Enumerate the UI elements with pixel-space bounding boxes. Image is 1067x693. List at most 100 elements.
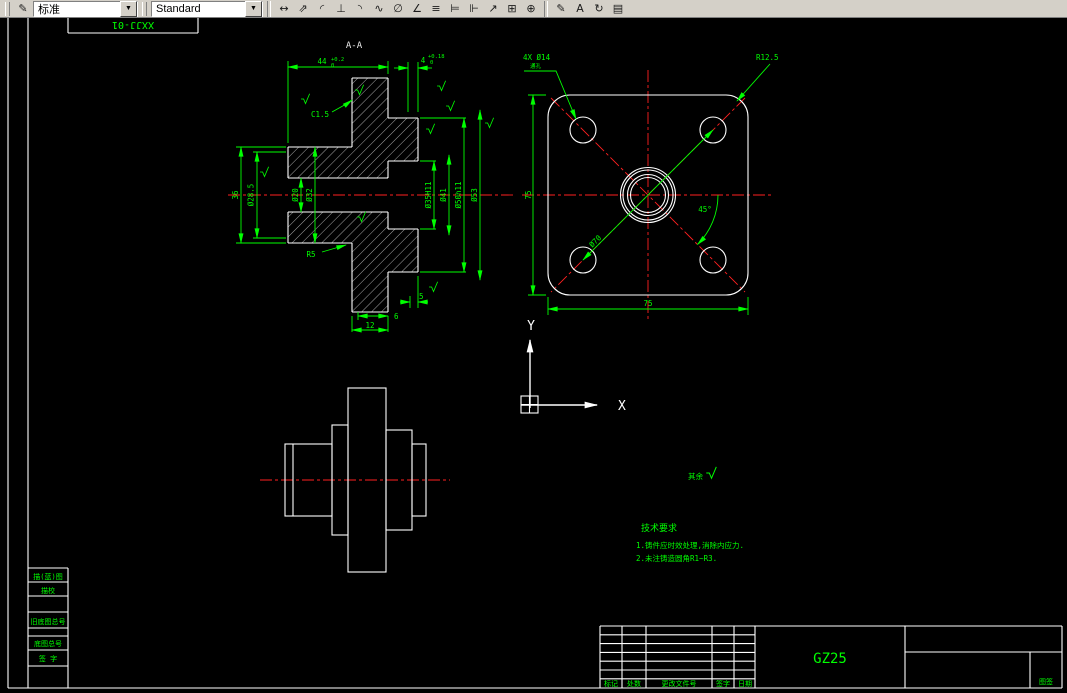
surface-finish-icon — [484, 117, 495, 128]
ordinate-dimension-icon: ⊥ — [336, 2, 346, 15]
strip-label: 描校 — [41, 586, 55, 595]
dim-12: 12 — [365, 321, 374, 330]
surface-finish-icon — [425, 123, 436, 134]
text-style-dropdown-icon[interactable]: ▼ — [245, 0, 262, 17]
flange-outline — [547, 94, 749, 296]
dim-height-75: 75 — [524, 190, 533, 199]
part-number: GZ25 — [813, 651, 847, 667]
section-outline — [287, 77, 419, 313]
title-block-label: 更改文件号 — [662, 679, 697, 688]
dimension-edit-icon: ✎ — [556, 2, 566, 15]
dimension-style-manager-button[interactable]: ✎ — [14, 0, 32, 17]
dimension-text-edit-icon: A — [576, 2, 584, 15]
doc-number-box: XXJJ-01 — [67, 18, 199, 34]
strip-label: 签 字 — [39, 654, 57, 663]
radius-dimension-icon: ◝ — [357, 2, 363, 15]
profile-view — [260, 387, 450, 573]
dim-4-tolerance-upper: +0.18 — [428, 54, 445, 60]
dim-style-combo[interactable]: 标准 ▼ — [33, 0, 138, 17]
strip-label: 描(蓝)图 — [33, 572, 62, 581]
ucs-icon: Y X — [520, 319, 626, 414]
left-info-strip: 描(蓝)图 描校 旧底图总号 底图总号 签 字 — [28, 567, 69, 688]
radius-dimension-button[interactable]: ◝ — [351, 0, 369, 17]
hatch-region — [388, 229, 418, 272]
aligned-dimension-icon: ⇗ — [298, 2, 308, 15]
title-block-label: 标记 — [604, 679, 618, 688]
other-surfaces-label: 其余 — [688, 471, 703, 481]
dimension-text-edit-button[interactable]: A — [571, 0, 589, 17]
dimension-style-icon: ▤ — [612, 2, 624, 15]
continue-dimension-button[interactable]: ⊩ — [465, 0, 483, 17]
notes-line-1: 1.铸件应时效处理,消除内应力. — [636, 540, 744, 550]
dim-corner-radius: R12.5 — [756, 53, 779, 62]
ucs-y-label: Y — [527, 319, 535, 334]
dim-dia-50h11: Ø50h11 — [454, 181, 463, 208]
toolbar-grip[interactable] — [5, 1, 10, 16]
dim-4-tolerance-lower: 0 — [430, 60, 433, 66]
continue-dimension-icon: ⊩ — [469, 2, 479, 15]
strip-label: 底图总号 — [34, 639, 62, 648]
drawing-canvas[interactable]: XXJJ-01 描(蓝)图 描校 旧底图总号 底图总号 签 字 A-A — [0, 18, 1067, 693]
dim-36: 36 — [231, 190, 240, 200]
dim-dia-28-5: Ø28.5 — [247, 184, 256, 207]
toolbar-grip[interactable] — [142, 1, 147, 16]
quick-leader-button[interactable]: ↗ — [484, 0, 502, 17]
text-style-combo[interactable]: Standard ▼ — [151, 0, 263, 17]
notes-line-2: 2.未注铸造圆角R1~R3. — [636, 553, 717, 563]
drawing-frame — [7, 18, 1062, 689]
title-block-label: 处数 — [627, 679, 641, 688]
text-style-value: Standard — [156, 2, 201, 15]
dim-style-dropdown-icon[interactable]: ▼ — [120, 0, 137, 17]
angular-dimension-button[interactable]: ∠ — [408, 0, 426, 17]
quick-dimension-icon: ≡ — [431, 2, 441, 15]
dim-style-value: 标准 — [38, 3, 60, 16]
dimension-update-button[interactable]: ↻ — [590, 0, 608, 17]
dim-chamfer: C1.5 — [311, 110, 329, 119]
arc-length-dimension-button[interactable]: ◜ — [313, 0, 331, 17]
dim-44-tolerance-upper: +0.2 — [331, 57, 344, 63]
center-mark-button[interactable]: ⊕ — [522, 0, 540, 17]
hatch-region — [288, 212, 352, 243]
arc-length-dimension-icon: ◜ — [319, 2, 325, 15]
dim-width-75: 75 — [643, 299, 652, 308]
quick-leader-icon: ↗ — [488, 2, 498, 15]
diameter-dimension-button[interactable]: ∅ — [389, 0, 407, 17]
quick-dimension-button[interactable]: ≡ — [427, 0, 445, 17]
ordinate-dimension-button[interactable]: ⊥ — [332, 0, 350, 17]
dimension-style-button[interactable]: ▤ — [609, 0, 627, 17]
diameter-dimension-icon: ∅ — [393, 2, 403, 15]
dim-5: 5 — [419, 292, 424, 301]
ucs-x-label: X — [618, 399, 626, 414]
dim-dia-35H11: Ø35H11 — [424, 181, 433, 208]
linear-dimension-button[interactable]: ↔ — [275, 0, 293, 17]
jogged-dimension-icon: ∿ — [374, 2, 384, 15]
dim-bolt-holes: 4X Ø14 — [523, 53, 551, 62]
surface-finish-icon — [445, 100, 456, 111]
dimension-edit-button[interactable]: ✎ — [552, 0, 570, 17]
angular-dimension-icon: ∠ — [412, 2, 422, 15]
baseline-dimension-button[interactable]: ⊨ — [446, 0, 464, 17]
surface-finish-icon — [259, 166, 270, 177]
center-mark-icon: ⊕ — [526, 2, 536, 15]
jogged-dimension-button[interactable]: ∿ — [370, 0, 388, 17]
dim-angle-45: 45° — [698, 205, 712, 214]
dim-length-44: 44 — [317, 57, 327, 66]
aligned-dimension-button[interactable]: ⇗ — [294, 0, 312, 17]
toolbar-separator — [544, 0, 548, 17]
doc-number: XXJJ-01 — [112, 19, 154, 30]
dim-dia-20: Ø20 — [291, 188, 300, 202]
dim-6: 6 — [394, 312, 399, 321]
title-block: GZ25 标记 处数 更改文件号 签字 日期 图签 — [599, 625, 1063, 688]
dim-bolt-circle: Ø70 — [587, 233, 603, 249]
dim-44-tolerance-lower: 0 — [331, 63, 334, 69]
tolerance-button[interactable]: ⊞ — [503, 0, 521, 17]
section-label: A-A — [346, 41, 363, 51]
section-view: A-A 44 +0.2 0 — [228, 41, 516, 333]
dim-bolt-holes-note: 通孔 — [530, 62, 542, 70]
bolt-hole — [699, 246, 727, 274]
dim-r5: R5 — [306, 250, 315, 259]
notes-heading: 技术要求 — [641, 522, 677, 534]
toolbar-separator — [267, 0, 271, 17]
hatch-region — [352, 78, 388, 178]
